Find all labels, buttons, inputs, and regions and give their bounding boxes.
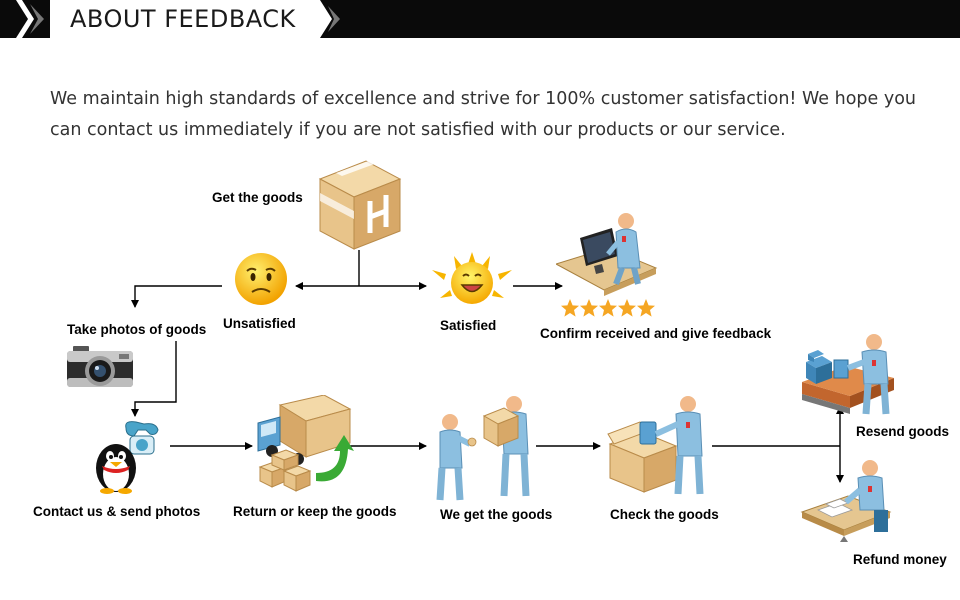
five-stars-icon	[561, 299, 655, 317]
label-take-photos: Take photos of goods	[67, 322, 207, 337]
arrow-to-contact	[131, 341, 177, 417]
label-satisfied: Satisfied	[440, 318, 497, 333]
cardboard-box-icon	[318, 156, 402, 250]
label-refund-money: Refund money	[853, 552, 947, 567]
label-get-goods: Get the goods	[212, 190, 303, 205]
person-at-computer-icon	[556, 213, 658, 296]
penguin-phone-icon	[96, 421, 159, 494]
header-left-deco-icon	[0, 0, 50, 38]
header-title-panel	[50, 0, 318, 38]
conveyor-worker-icon	[802, 334, 894, 415]
label-confirm-feedback: Confirm received and give feedback	[540, 326, 772, 341]
header-bar: ABOUT FEEDBACK	[0, 0, 960, 38]
camera-icon	[67, 346, 133, 387]
label-check-goods: Check the goods	[610, 507, 719, 522]
intro-text: We maintain high standards of excellence…	[50, 89, 916, 140]
label-we-get-goods: We get the goods	[440, 507, 553, 522]
people-handing-box-icon	[436, 396, 530, 501]
person-at-desk-icon	[800, 460, 892, 542]
delivery-truck-icon	[257, 395, 354, 492]
label-return-keep: Return or keep the goods	[233, 504, 397, 519]
satisfied-sun-face-icon	[432, 252, 512, 304]
header-right-deco-icon	[316, 0, 346, 38]
arrow-to-take-photos	[131, 285, 222, 308]
page-title: ABOUT FEEDBACK	[70, 5, 296, 33]
label-unsatisfied: Unsatisfied	[223, 316, 296, 331]
label-contact-us: Contact us & send photos	[33, 504, 201, 519]
label-resend-goods: Resend goods	[856, 424, 950, 439]
unsatisfied-face-icon	[235, 253, 287, 305]
person-checking-box-icon	[607, 396, 704, 495]
